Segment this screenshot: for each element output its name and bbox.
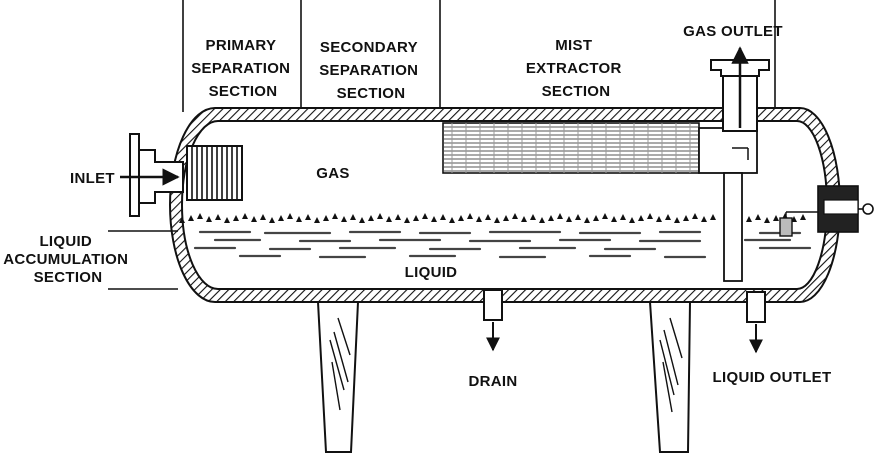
- support-leg-right: [648, 301, 692, 453]
- level-controller: [779, 185, 874, 237]
- droplet: [494, 217, 500, 223]
- droplet: [746, 216, 752, 222]
- secondary-section-label: SECONDARY SEPARATION SECTION: [319, 39, 423, 102]
- primary-section-label: PRIMARY SEPARATION SECTION: [191, 37, 295, 100]
- droplet: [251, 216, 257, 222]
- droplet: [206, 216, 212, 222]
- gas-outlet-assembly: [698, 46, 770, 174]
- droplet: [773, 215, 779, 221]
- droplet: [260, 214, 266, 220]
- liquid-surface-lines: [193, 230, 812, 259]
- droplet: [458, 215, 464, 221]
- droplet: [800, 214, 806, 220]
- drain-nozzle: [483, 289, 503, 352]
- droplet: [548, 215, 554, 221]
- droplet: [665, 214, 671, 220]
- droplet: [467, 213, 473, 219]
- droplet: [386, 216, 392, 222]
- droplet: [404, 217, 410, 223]
- droplet: [521, 216, 527, 222]
- droplet: [350, 214, 356, 220]
- support-leg-left: [316, 301, 360, 453]
- inlet-deflector-baffle: [186, 145, 243, 201]
- droplet: [503, 215, 509, 221]
- droplet: [557, 213, 563, 219]
- droplet: [566, 216, 572, 222]
- droplet: [611, 216, 617, 222]
- droplet: [413, 215, 419, 221]
- droplet: [755, 214, 761, 220]
- downcomer-pipe: [723, 172, 743, 282]
- droplet: [215, 214, 221, 220]
- liquid-accumulation-leaders: [108, 230, 178, 290]
- droplet: [179, 217, 185, 223]
- drain-label: DRAIN: [469, 373, 518, 390]
- droplet: [278, 215, 284, 221]
- droplet: [701, 216, 707, 222]
- inlet-label: INLET: [70, 170, 115, 187]
- droplet: [647, 213, 653, 219]
- liquid-outlet-label: LIQUID OUTLET: [713, 369, 832, 386]
- droplet: [530, 214, 536, 220]
- gas-outlet-label: GAS OUTLET: [683, 23, 783, 40]
- droplet: [395, 214, 401, 220]
- droplet: [485, 214, 491, 220]
- droplet: [593, 215, 599, 221]
- droplet: [539, 217, 545, 223]
- droplet: [764, 217, 770, 223]
- droplet: [629, 217, 635, 223]
- mist-extractor-section-label: MIST EXTRACTOR SECTION: [526, 37, 626, 100]
- droplet: [674, 217, 680, 223]
- droplet: [242, 213, 248, 219]
- liquid-accumulation-section-label: LIQUID ACCUMULATION SECTION: [3, 233, 132, 286]
- droplet: [683, 215, 689, 221]
- mist-extractor-pad: [442, 122, 700, 174]
- droplet: [692, 213, 698, 219]
- droplet: [449, 217, 455, 223]
- droplet: [305, 214, 311, 220]
- droplet: [620, 214, 626, 220]
- droplet: [269, 217, 275, 223]
- droplet: [656, 216, 662, 222]
- droplet: [341, 216, 347, 222]
- droplet: [476, 216, 482, 222]
- liquid-label: LIQUID: [405, 264, 458, 281]
- droplet: [368, 215, 374, 221]
- droplet: [197, 213, 203, 219]
- droplet: [638, 215, 644, 221]
- droplet: [233, 215, 239, 221]
- droplet: [188, 215, 194, 221]
- droplet: [314, 217, 320, 223]
- droplet: [296, 216, 302, 222]
- droplet: [323, 215, 329, 221]
- droplet: [377, 213, 383, 219]
- droplet: [287, 213, 293, 219]
- gas-label: GAS: [316, 165, 349, 182]
- droplet: [575, 214, 581, 220]
- droplet: [584, 217, 590, 223]
- liquid-droplet-row: [179, 213, 806, 223]
- droplet: [512, 213, 518, 219]
- droplet: [332, 213, 338, 219]
- droplet: [710, 214, 716, 220]
- droplet: [602, 213, 608, 219]
- liquid-outlet-nozzle: [746, 291, 766, 354]
- droplet: [224, 217, 230, 223]
- droplet: [359, 217, 365, 223]
- section-dividers: [182, 0, 776, 112]
- droplet: [431, 216, 437, 222]
- droplet: [422, 213, 428, 219]
- droplet: [440, 214, 446, 220]
